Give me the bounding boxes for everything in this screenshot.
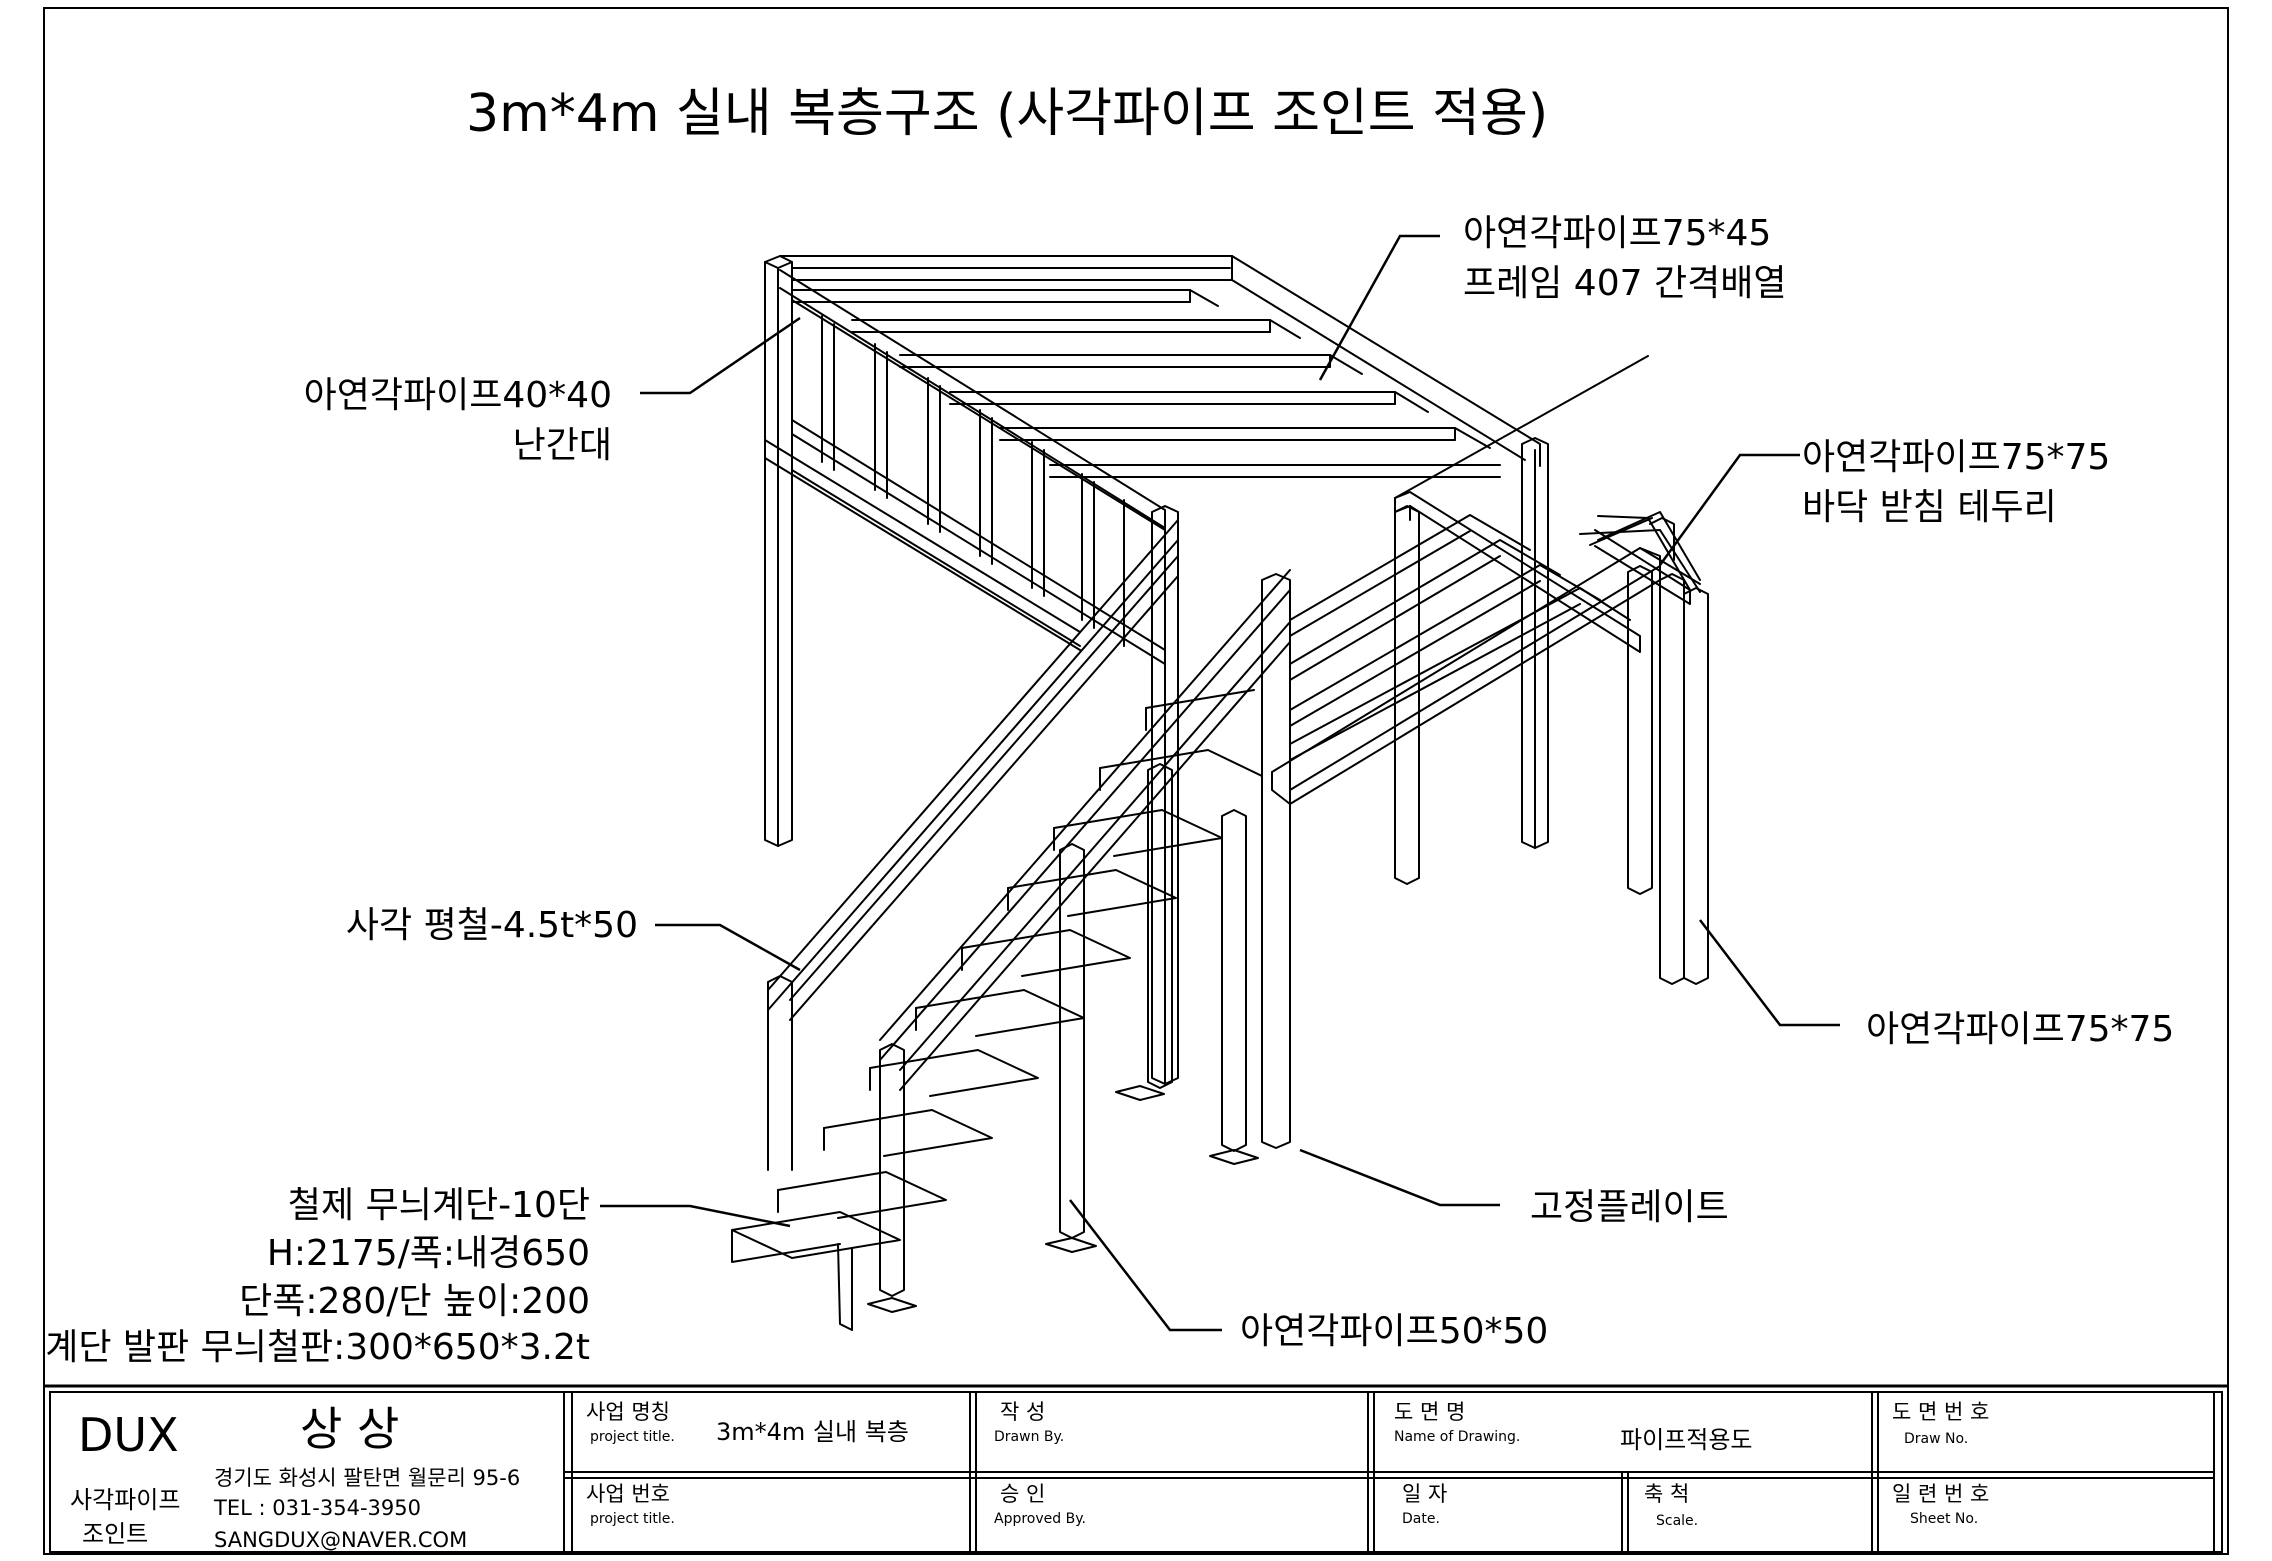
callout-top-frame-line1: 아연각파이프75*45	[1463, 213, 1772, 254]
leader-lines	[600, 234, 1840, 1332]
stair-stringers	[767, 519, 1291, 1091]
project-name-label-en: project title.	[590, 1429, 675, 1445]
drawing-name-label-en: Name of Drawing.	[1394, 1429, 1521, 1445]
callout-floor-edge-line1: 아연각파이프75*75	[1802, 437, 2111, 478]
lower-deck-joists	[1289, 514, 1631, 761]
approved-by-label-en: Approved By.	[994, 1511, 1086, 1527]
project-name-label: 사업 명칭	[586, 1400, 670, 1424]
callout-post-small: 아연각파이프50*50	[1240, 1311, 1549, 1352]
title-block-grid	[44, 1384, 2228, 1553]
company-email: SANGDUX@NAVER.COM	[214, 1528, 468, 1552]
callout-stair-line4: 계단 발판 무늬철판:300*650*3.2t	[45, 1327, 590, 1368]
company-name-ko: 상 상	[300, 1402, 400, 1456]
stair-lower-posts	[767, 843, 1085, 1297]
callout-stair-line2: H:2175/폭:내경650	[266, 1233, 590, 1274]
project-name-value: 3m*4m 실내 복층	[716, 1418, 909, 1446]
project-no-label: 사업 번호	[586, 1482, 670, 1506]
callout-railing-line2: 난간대	[512, 425, 612, 466]
company-sub-line2: 조인트	[82, 1520, 149, 1548]
sheet-no-label: 일 련 번 호	[1892, 1482, 1990, 1506]
scale-label-en: Scale.	[1656, 1513, 1699, 1529]
stair-top-post	[1151, 505, 1179, 1085]
drawing-title: 3m*4m 실내 복층구조 (사각파이프 조인트 적용)	[466, 84, 1549, 144]
company-name: DUX	[78, 1408, 179, 1462]
left-tall-post	[764, 255, 793, 847]
date-label: 일 자	[1402, 1482, 1448, 1506]
callout-stair-line1: 철제 무늬계단-10단	[287, 1185, 590, 1226]
drawing-name-label: 도 면 명	[1394, 1400, 1466, 1424]
left-deck-side-beam	[764, 439, 1081, 651]
inner-posts	[1147, 573, 1291, 1152]
callout-flat-bar: 사각 평철-4.5t*50	[345, 905, 638, 946]
callout-railing-line1: 아연각파이프40*40	[303, 375, 612, 416]
drawn-by-label: 작 성	[1000, 1400, 1046, 1424]
draw-no-label: 도 면 번 호	[1892, 1400, 1990, 1424]
date-label-en: Date.	[1402, 1511, 1440, 1527]
project-no-label-en: project title.	[590, 1511, 675, 1527]
right-posts	[1394, 505, 1709, 985]
callout-fix-plate: 고정플레이트	[1530, 1187, 1729, 1228]
upper-deck-right-post	[1521, 437, 1549, 849]
callout-post-right: 아연각파이프75*75	[1866, 1009, 2175, 1050]
company-tel: TEL : 031-354-3950	[214, 1496, 421, 1520]
structure-frame	[731, 255, 1709, 1331]
callout-stair-line3: 단폭:280/단 높이:200	[239, 1281, 590, 1322]
company-address: 경기도 화성시 팔탄면 월문리 95-6	[214, 1466, 521, 1490]
approved-by-label: 승 인	[1000, 1482, 1046, 1506]
scale-label: 축 척	[1644, 1482, 1690, 1506]
fixing-plates	[867, 1085, 1259, 1313]
drawn-by-label-en: Drawn By.	[994, 1429, 1065, 1445]
sheet-border	[43, 7, 2229, 1555]
callout-floor-edge-line2: 바닥 받침 테두리	[1802, 487, 2057, 528]
sheet-no-label-en: Sheet No.	[1910, 1511, 1979, 1527]
upper-deck-joists	[791, 289, 1501, 478]
drawing-name-value: 파이프적용도	[1620, 1426, 1753, 1454]
lower-deck-top-beam	[1394, 355, 1701, 593]
left-railing	[779, 269, 1166, 665]
upper-platform-frame	[764, 255, 1541, 467]
stair-treads	[731, 689, 1263, 1331]
callout-top-frame-line2: 프레임 407 간격배열	[1463, 263, 1787, 304]
company-sub-line1: 사각파이프	[70, 1486, 181, 1514]
draw-no-label-en: Draw No.	[1904, 1431, 1969, 1447]
